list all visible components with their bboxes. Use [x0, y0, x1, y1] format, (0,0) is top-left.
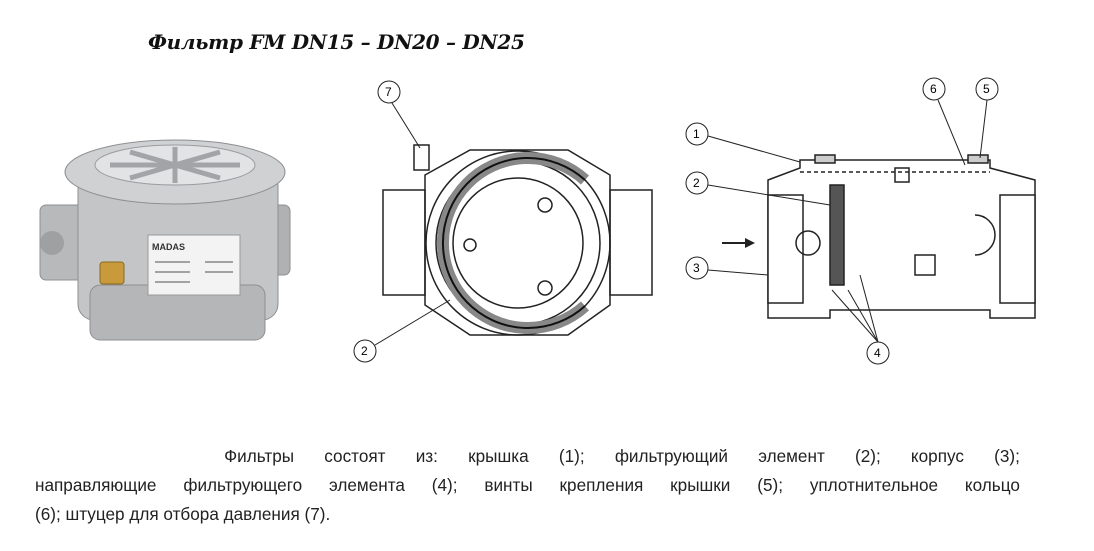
callout-6: 6: [930, 82, 937, 96]
callout-7: 7: [385, 85, 392, 99]
callout-3: 3: [693, 261, 700, 275]
callout-1: 1: [693, 127, 700, 141]
flow-arrow-icon: [722, 238, 755, 248]
description-line-1: Фильтры состоят из: крышка (1); фильтрую…: [224, 446, 1020, 466]
description-line-3: (6); штуцер для отбора давления (7).: [35, 504, 331, 524]
front-view-drawing: [382, 144, 653, 336]
description-line-2: направляющие фильтрующего элемента (4); …: [35, 475, 1020, 495]
callout-2-front: 2: [361, 344, 368, 358]
callout-5: 5: [983, 82, 990, 96]
front-callouts: 7 2: [353, 80, 451, 363]
page-title: Фильтр FM DN15 – DN20 – DN25: [148, 30, 525, 54]
description-paragraph: Фильтры состоят из: крышка (1); фильтрую…: [35, 442, 1020, 529]
section-drawing: [767, 154, 1036, 319]
figures: MADAS 7 2: [39, 77, 1036, 365]
callout-4: 4: [874, 346, 881, 360]
photo-brand-label: MADAS: [152, 242, 185, 252]
filter-photo: MADAS: [39, 139, 291, 341]
section-callouts: 1 2 3 4 5 6: [685, 77, 999, 365]
callout-2: 2: [693, 176, 700, 190]
